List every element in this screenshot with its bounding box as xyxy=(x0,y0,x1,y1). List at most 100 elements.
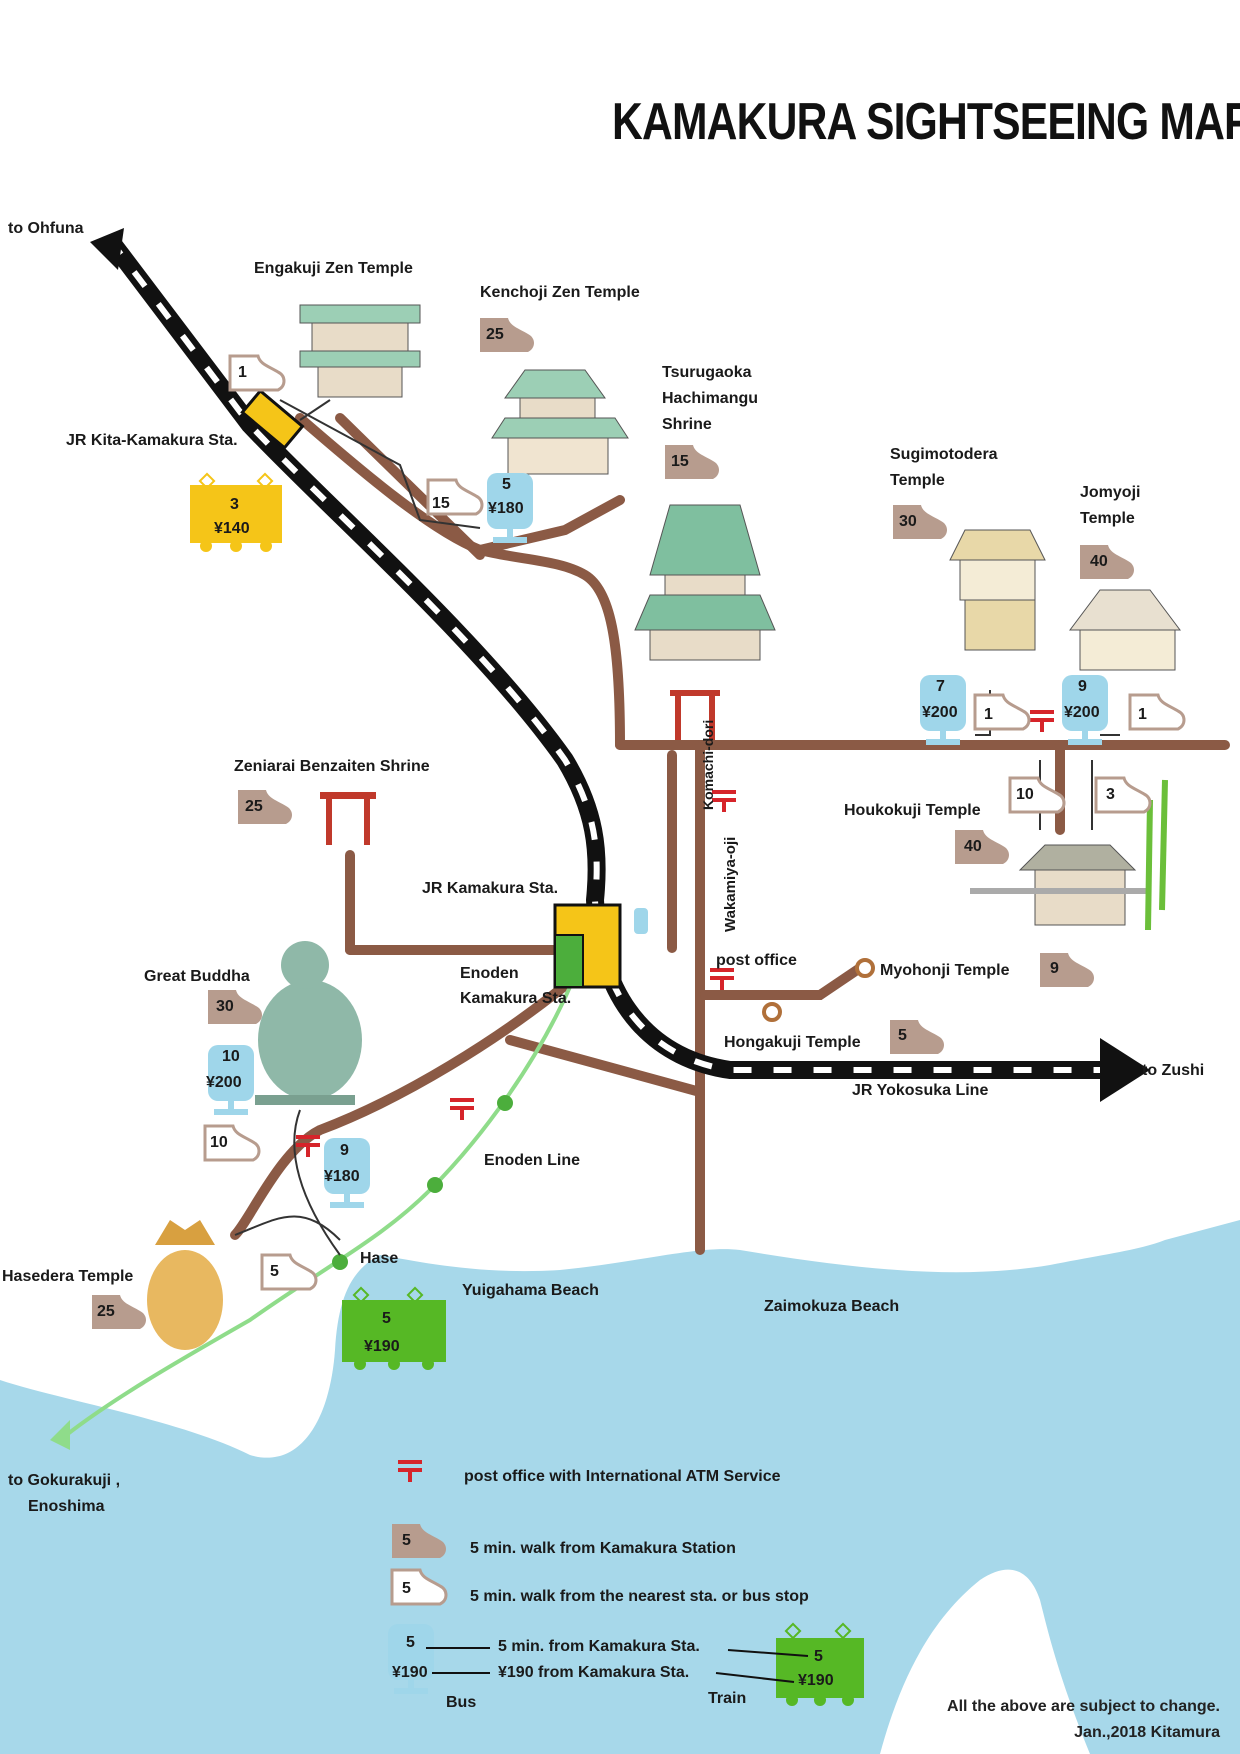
train-icon xyxy=(342,1286,446,1370)
zaimokuza-label: Zaimokuza Beach xyxy=(764,1298,900,1315)
kenchoji-walk-time: 25 xyxy=(486,326,504,343)
train-icon xyxy=(190,472,282,552)
coast-point xyxy=(880,1569,1090,1754)
walk-arrows xyxy=(234,399,1120,1256)
sugimotodera-building xyxy=(949,529,1046,651)
kita-kamakura-station-label: JR Kita-Kamakura Sta. xyxy=(66,432,238,449)
yokosuka-line-label: JR Yokosuka Line xyxy=(852,1082,989,1099)
kenchoji-nearest-walk-time: 15 xyxy=(432,495,450,512)
houkokuji-label: Houkokuji Temple xyxy=(844,802,981,819)
kenchoji-building xyxy=(491,369,629,475)
jomyoji-building xyxy=(1069,589,1181,671)
tsurugaoka-shrine-building xyxy=(634,504,776,740)
legend-walk-nearest-text: 5 min. walk from the nearest sta. or bus… xyxy=(470,1588,809,1605)
sea xyxy=(0,1220,1240,1754)
direction-ohfuna: to Ohfuna xyxy=(8,220,84,237)
legend-train-icon xyxy=(776,1622,864,1706)
legend-train-min: 5 xyxy=(814,1648,823,1665)
post-office-label: post office xyxy=(716,952,797,969)
zeniarai-label: Zeniarai Benzaiten Shrine xyxy=(234,758,430,775)
yuigahama-label: Yuigahama Beach xyxy=(462,1282,599,1299)
engakuji-label: Engakuji Zen Temple xyxy=(254,260,413,277)
kenchoji-bus-min: 5 xyxy=(502,476,511,493)
houkokuji-building xyxy=(970,844,1150,926)
footer-note: All the above are subject to change. xyxy=(947,1698,1220,1715)
tsurugaoka-label-3: Shrine xyxy=(662,416,712,433)
great-buddha-nearest-walk-time: 10 xyxy=(210,1134,228,1151)
footer-credit: Jan.,2018 Kitamura xyxy=(1074,1724,1220,1741)
hongakuji-marker xyxy=(762,1002,782,1022)
kamakura-bus-stop-icon xyxy=(634,908,648,934)
sugimotodera-nearest-walk-time: 1 xyxy=(984,706,993,723)
jomyoji-nearest-walk-time: 1 xyxy=(1138,706,1147,723)
sugimotodera-label-1: Sugimotodera xyxy=(890,446,998,463)
enoden-line-label: Enoden Line xyxy=(484,1152,580,1169)
legend-bus-fare: ¥190 xyxy=(392,1664,428,1681)
myohonji-marker xyxy=(855,958,875,978)
hongakuji-label: Hongakuji Temple xyxy=(724,1034,861,1051)
direction-gokurakuji: to Gokurakuji , xyxy=(8,1472,121,1489)
sugimotodera-walk-time: 30 xyxy=(899,513,917,530)
enoden-line xyxy=(50,974,577,1450)
legend-walk-kamakura-num: 5 xyxy=(402,1532,411,1549)
roads xyxy=(230,413,1230,1255)
tsurugaoka-label-1: Tsurugaoka xyxy=(662,364,752,381)
bamboo-icon xyxy=(1145,779,1168,931)
jomyoji-bus-min: 9 xyxy=(1078,678,1087,695)
hasedera-walk-time: 25 xyxy=(97,1303,115,1320)
hongakuji-walk-time: 5 xyxy=(898,1027,907,1044)
enoden-station-label: Enoden xyxy=(460,965,519,982)
jomyoji-label-1: Jomyoji xyxy=(1080,484,1141,501)
legend-min-text: 5 min. from Kamakura Sta. xyxy=(498,1638,700,1655)
hasedera-nearest-walk-time: 5 xyxy=(270,1263,279,1280)
sugimotodera-label-2: Temple xyxy=(890,472,945,489)
sugimotodera-bus-min: 7 xyxy=(936,678,945,695)
direction-zushi: to Zushi xyxy=(1142,1062,1205,1079)
legend-train-label: Train xyxy=(708,1690,747,1707)
kamakura-station-label: JR Kamakura Sta. xyxy=(422,880,559,897)
kita-kamakura-station-marker xyxy=(240,388,305,450)
direction-enoshima: Enoshima xyxy=(28,1498,105,1515)
tsurugaoka-walk-time: 15 xyxy=(671,453,689,470)
zeniarai-walk-time: 25 xyxy=(245,798,263,815)
engakuji-building xyxy=(299,304,421,398)
great-buddha-statue xyxy=(255,941,362,1105)
great-buddha-bus-fare-b: ¥180 xyxy=(324,1168,360,1185)
myohonji-label: Myohonji Temple xyxy=(880,962,1010,979)
tsurugaoka-label-2: Hachimangu xyxy=(662,390,759,407)
great-buddha-bus-fare-a: ¥200 xyxy=(206,1074,242,1091)
jomyoji-label-2: Temple xyxy=(1080,510,1135,527)
hasedera-statue xyxy=(147,1220,223,1350)
engakuji-nearest-walk-time: 1 xyxy=(238,364,247,381)
jr-yokosuka-line xyxy=(90,228,1150,1102)
kenchoji-label: Kenchoji Zen Temple xyxy=(480,284,640,301)
hase-train-fare: ¥190 xyxy=(364,1338,400,1355)
myohonji-walk-time: 9 xyxy=(1050,960,1059,977)
legend-bus-label: Bus xyxy=(446,1694,477,1711)
legend-walk-nearest-num: 5 xyxy=(402,1580,411,1597)
kita-kamakura-train-min: 3 xyxy=(230,496,239,513)
legend-fare-text: ¥190 from Kamakura Sta. xyxy=(498,1664,690,1681)
great-buddha-bus-min-a: 10 xyxy=(222,1048,240,1065)
great-buddha-walk-time: 30 xyxy=(216,998,234,1015)
legend-post-text: post office with International ATM Servi… xyxy=(464,1468,781,1485)
houkokuji-nearest-walk-time-a: 10 xyxy=(1016,786,1034,803)
hase-train-min: 5 xyxy=(382,1310,391,1327)
legend-train-fare: ¥190 xyxy=(798,1672,834,1689)
enoden-station-marker xyxy=(554,934,584,988)
legend-bus-min: 5 xyxy=(406,1634,415,1651)
sugimotodera-bus-fare: ¥200 xyxy=(922,704,958,721)
hasedera-label: Hasedera Temple xyxy=(2,1268,134,1285)
great-buddha-bus-min-b: 9 xyxy=(340,1142,349,1159)
kenchoji-bus-fare: ¥180 xyxy=(488,500,524,517)
great-buddha-label: Great Buddha xyxy=(144,968,250,985)
kita-kamakura-train-fare: ¥140 xyxy=(214,520,250,537)
enoden-station-label-2: Kamakura Sta. xyxy=(460,990,572,1007)
houkokuji-walk-time: 40 xyxy=(964,838,982,855)
houkokuji-nearest-walk-time-b: 3 xyxy=(1106,786,1115,803)
map-title: KAMAKURA SIGHTSEEING MAP xyxy=(612,93,1240,151)
legend-walk-kamakura-text: 5 min. walk from Kamakura Station xyxy=(470,1540,736,1557)
hase-station-label: Hase xyxy=(360,1250,399,1267)
